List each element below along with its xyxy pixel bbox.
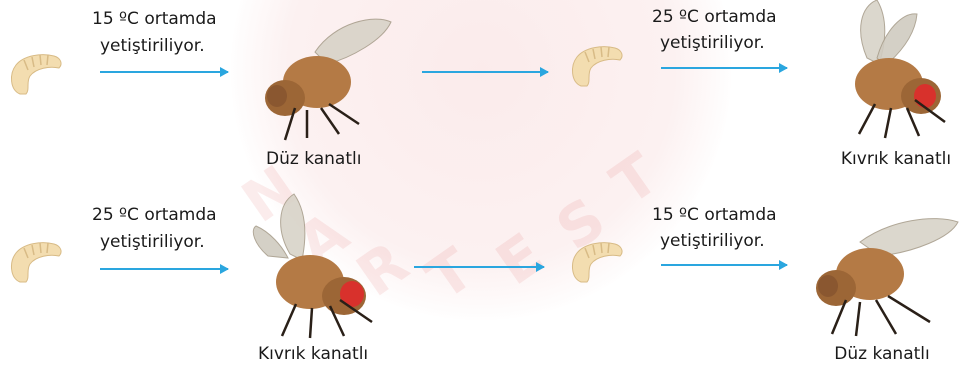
condition-label-line1: 25 ºC ortamda	[652, 6, 777, 28]
phenotype-label: Düz kanatlı	[266, 148, 361, 170]
phenotype-label: Kıvrık kanatlı	[258, 343, 368, 365]
arrow	[414, 266, 544, 268]
condition-label-line2: yetiştiriliyor.	[100, 231, 205, 253]
larva-icon	[567, 42, 627, 92]
phenotype-label: Kıvrık kanatlı	[830, 148, 962, 170]
arrow	[422, 71, 548, 73]
arrow	[100, 268, 228, 270]
larva-icon	[567, 238, 627, 288]
arrow	[661, 67, 787, 69]
condition-label-line1: 15 ºC ortamda	[652, 204, 777, 226]
condition-label-line2: yetiştiriliyor.	[660, 32, 765, 54]
arrow	[100, 71, 228, 73]
fly-straight-wing-icon	[810, 212, 960, 342]
condition-label-line1: 15 ºC ortamda	[92, 8, 217, 30]
condition-label-line2: yetiştiriliyor.	[660, 230, 765, 252]
condition-label-line1: 25 ºC ortamda	[92, 204, 217, 226]
fly-straight-wing-icon	[255, 12, 395, 142]
larva-icon	[6, 238, 66, 288]
arrow	[661, 264, 787, 266]
condition-label-line2: yetiştiriliyor.	[100, 35, 205, 57]
fly-curly-wing-icon	[815, 0, 960, 142]
phenotype-label: Düz kanatlı	[812, 343, 952, 365]
fly-curly-wing-icon	[248, 190, 388, 340]
larva-icon	[6, 50, 66, 100]
